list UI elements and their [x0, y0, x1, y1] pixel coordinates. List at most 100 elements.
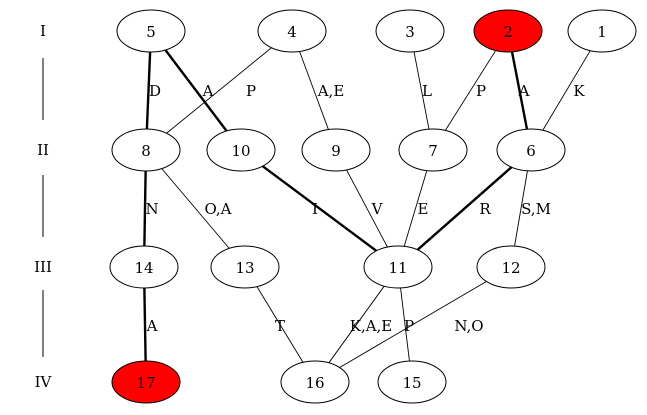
node-label: 4: [287, 23, 297, 41]
node-ellipse: [109, 245, 179, 289]
node-4[interactable]: 4: [257, 9, 327, 53]
node-6[interactable]: 6: [496, 128, 566, 172]
node-ellipse: [476, 245, 546, 289]
node-label: 15: [402, 374, 421, 392]
edge-5-10: [164, 49, 228, 132]
node-label: 9: [331, 142, 341, 160]
edge-5-8: [145, 51, 152, 130]
node-label: 8: [141, 142, 151, 160]
edge-label-5-8: D: [149, 82, 161, 100]
edge-14-17: [143, 287, 147, 362]
node-2[interactable]: 2: [473, 9, 543, 53]
level-label-I: I: [40, 22, 46, 40]
node-label: 3: [405, 23, 415, 41]
edge-label-2-7: P: [476, 82, 486, 100]
edge-label-4-8: P: [246, 82, 256, 100]
edges: [143, 47, 591, 368]
node-label: 17: [136, 374, 155, 392]
node-ellipse: [206, 128, 276, 172]
node-15[interactable]: 15: [377, 360, 447, 404]
edge-label-2-6: A: [518, 82, 530, 100]
edge-label-1-6: K: [573, 82, 585, 100]
node-ellipse: [398, 128, 468, 172]
nodes: 5 4 3 2 1 8 10 9 7 6 14 13 11 12 17 16 15: [109, 9, 637, 404]
node-label: 1: [597, 23, 607, 41]
node-label: 10: [231, 142, 250, 160]
edge-1-6: [542, 50, 591, 131]
edge-7-11: [403, 170, 428, 247]
edge-label-5-10: A: [202, 82, 214, 100]
node-ellipse: [210, 245, 280, 289]
node-ellipse: [280, 360, 350, 404]
node-10[interactable]: 10: [206, 128, 276, 172]
node-ellipse: [496, 128, 566, 172]
node-label: 16: [305, 374, 324, 392]
node-ellipse: [116, 9, 186, 53]
node-label: 14: [134, 259, 153, 277]
edge-6-12: [514, 170, 528, 247]
edge-label-6-11: R: [479, 200, 491, 218]
node-label: 6: [526, 142, 536, 160]
node-14[interactable]: 14: [109, 245, 179, 289]
edge-2-7: [444, 50, 497, 131]
edge-label-4-9: A,E: [317, 82, 345, 100]
node-ellipse: [567, 9, 637, 53]
node-ellipse: [301, 128, 371, 172]
node-7[interactable]: 7: [398, 128, 468, 172]
edge-4-8: [166, 47, 272, 134]
node-label: 12: [501, 259, 520, 277]
level-label-III: III: [34, 258, 52, 276]
edge-8-13: [161, 168, 230, 249]
node-label: 11: [388, 259, 407, 277]
edge-label-11-16: K,A,E: [350, 317, 393, 335]
edge-label-9-11: V: [371, 200, 384, 218]
edge-9-11: [346, 169, 388, 248]
edge-label-8-13: O,A: [204, 200, 231, 218]
edge-3-7: [413, 51, 430, 130]
node-3[interactable]: 3: [375, 9, 445, 53]
edge-label-14-17: A: [146, 317, 158, 335]
node-9[interactable]: 9: [301, 128, 371, 172]
node-16[interactable]: 16: [280, 360, 350, 404]
node-ellipse: [473, 9, 543, 53]
node-label: 5: [146, 23, 156, 41]
edge-label-10-11: I: [312, 200, 318, 218]
edge-labels: D A P A,E L P A K N O,A I V E R S,M A T K,A,E P N,O: [145, 82, 585, 335]
edge-4-9: [299, 51, 329, 130]
node-ellipse: [377, 360, 447, 404]
level-label-IV: IV: [35, 373, 53, 391]
edge-10-11: [261, 165, 378, 252]
edge-8-14: [143, 170, 147, 247]
node-ellipse: [111, 360, 181, 404]
edge-2-6: [510, 51, 529, 130]
edge-11-15: [400, 287, 410, 362]
node-label: 2: [503, 23, 513, 41]
node-label: 7: [428, 142, 438, 160]
edge-label-13-16: T: [275, 317, 285, 335]
edge-13-16: [256, 286, 304, 363]
edge-6-11: [416, 166, 513, 251]
node-ellipse: [111, 128, 181, 172]
node-label: 13: [235, 259, 254, 277]
edge-label-3-7: L: [422, 82, 432, 100]
node-8[interactable]: 8: [111, 128, 181, 172]
edge-label-7-11: E: [418, 200, 429, 218]
node-1[interactable]: 1: [567, 9, 637, 53]
edge-12-16: [339, 281, 487, 368]
edge-label-8-14: N: [145, 200, 158, 218]
edge-label-6-12: S,M: [521, 200, 551, 218]
node-5[interactable]: 5: [116, 9, 186, 53]
edge-label-11-15: P: [404, 317, 414, 335]
node-11[interactable]: 11: [363, 245, 433, 289]
edge-11-16: [328, 285, 385, 364]
node-12[interactable]: 12: [476, 245, 546, 289]
node-ellipse: [375, 9, 445, 53]
edge-label-12-16: N,O: [454, 317, 483, 335]
level-label-II: II: [37, 141, 49, 159]
node-ellipse: [363, 245, 433, 289]
node-13[interactable]: 13: [210, 245, 280, 289]
node-17[interactable]: 17: [111, 360, 181, 404]
node-ellipse: [257, 9, 327, 53]
